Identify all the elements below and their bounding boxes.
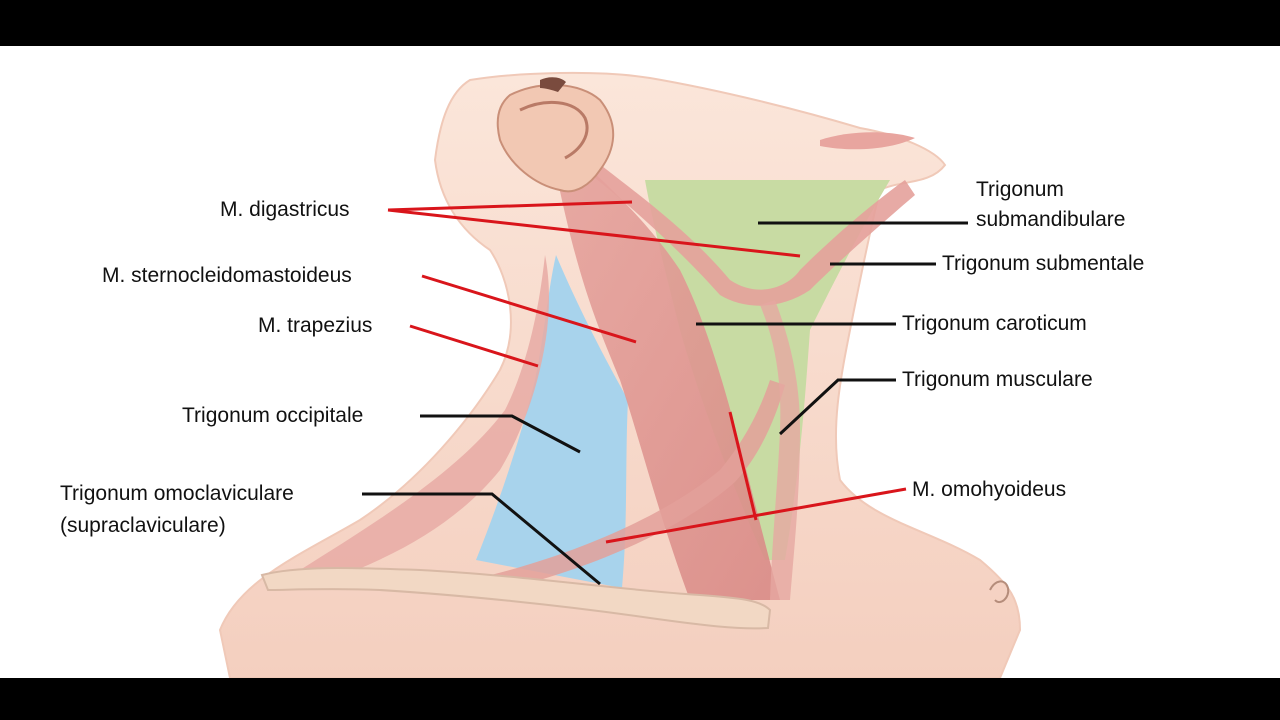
- leader-omohyoideus-b: [728, 411, 758, 521]
- muscle-leader-lines: [387, 200, 907, 544]
- infrahyoid-shape: [760, 300, 800, 600]
- label-trigonum-omoclaviculare: Trigonum omoclaviculare: [60, 482, 294, 505]
- clavicle-shape: [260, 566, 772, 630]
- omohyoid-shape: [470, 380, 785, 595]
- leader-trapezius: [409, 324, 539, 368]
- label-omohyoideus: M. omohyoideus: [912, 478, 1067, 501]
- digastric-shape: [565, 140, 915, 306]
- leader-digastricus-a: [387, 200, 633, 212]
- lips-shape: [820, 132, 915, 150]
- label-trigonum-occipitale: Trigonum occipitale: [182, 404, 364, 427]
- leader-occipitale: [420, 414, 581, 454]
- label-supraclaviculare: (supraclaviculare): [60, 514, 226, 537]
- leader-musculare: [778, 378, 896, 436]
- hair-shape: [540, 77, 566, 92]
- leader-digastricus-b: [387, 208, 801, 258]
- triangle-leader-lines: [362, 221, 968, 586]
- neck-triangles-diagram: M. digastricus M. sternocleidomastoideus…: [0, 46, 1280, 678]
- ear-inner-shape: [519, 100, 589, 160]
- label-trapezius: M. trapezius: [258, 314, 373, 337]
- label-trigonum-submandibulare-2: submandibulare: [976, 208, 1126, 231]
- label-trigonum-caroticum: Trigonum caroticum: [902, 312, 1087, 335]
- artist-signature-shape: [989, 580, 1010, 604]
- label-trigonum-submentale: Trigonum submentale: [942, 252, 1145, 275]
- leader-omoclavicular: [362, 492, 601, 586]
- ear-shape: [496, 83, 615, 193]
- label-trigonum-musculare: Trigonum musculare: [902, 368, 1093, 391]
- neck-illustration: [218, 71, 1022, 678]
- occipital-triangle-shape: [476, 255, 628, 588]
- label-trigonum-submandibulare-1: Trigonum: [976, 178, 1064, 201]
- leader-sternocleido: [421, 274, 637, 344]
- label-digastricus: M. digastricus: [220, 198, 350, 221]
- label-sternocleidomastoideus: M. sternocleidomastoideus: [102, 264, 352, 287]
